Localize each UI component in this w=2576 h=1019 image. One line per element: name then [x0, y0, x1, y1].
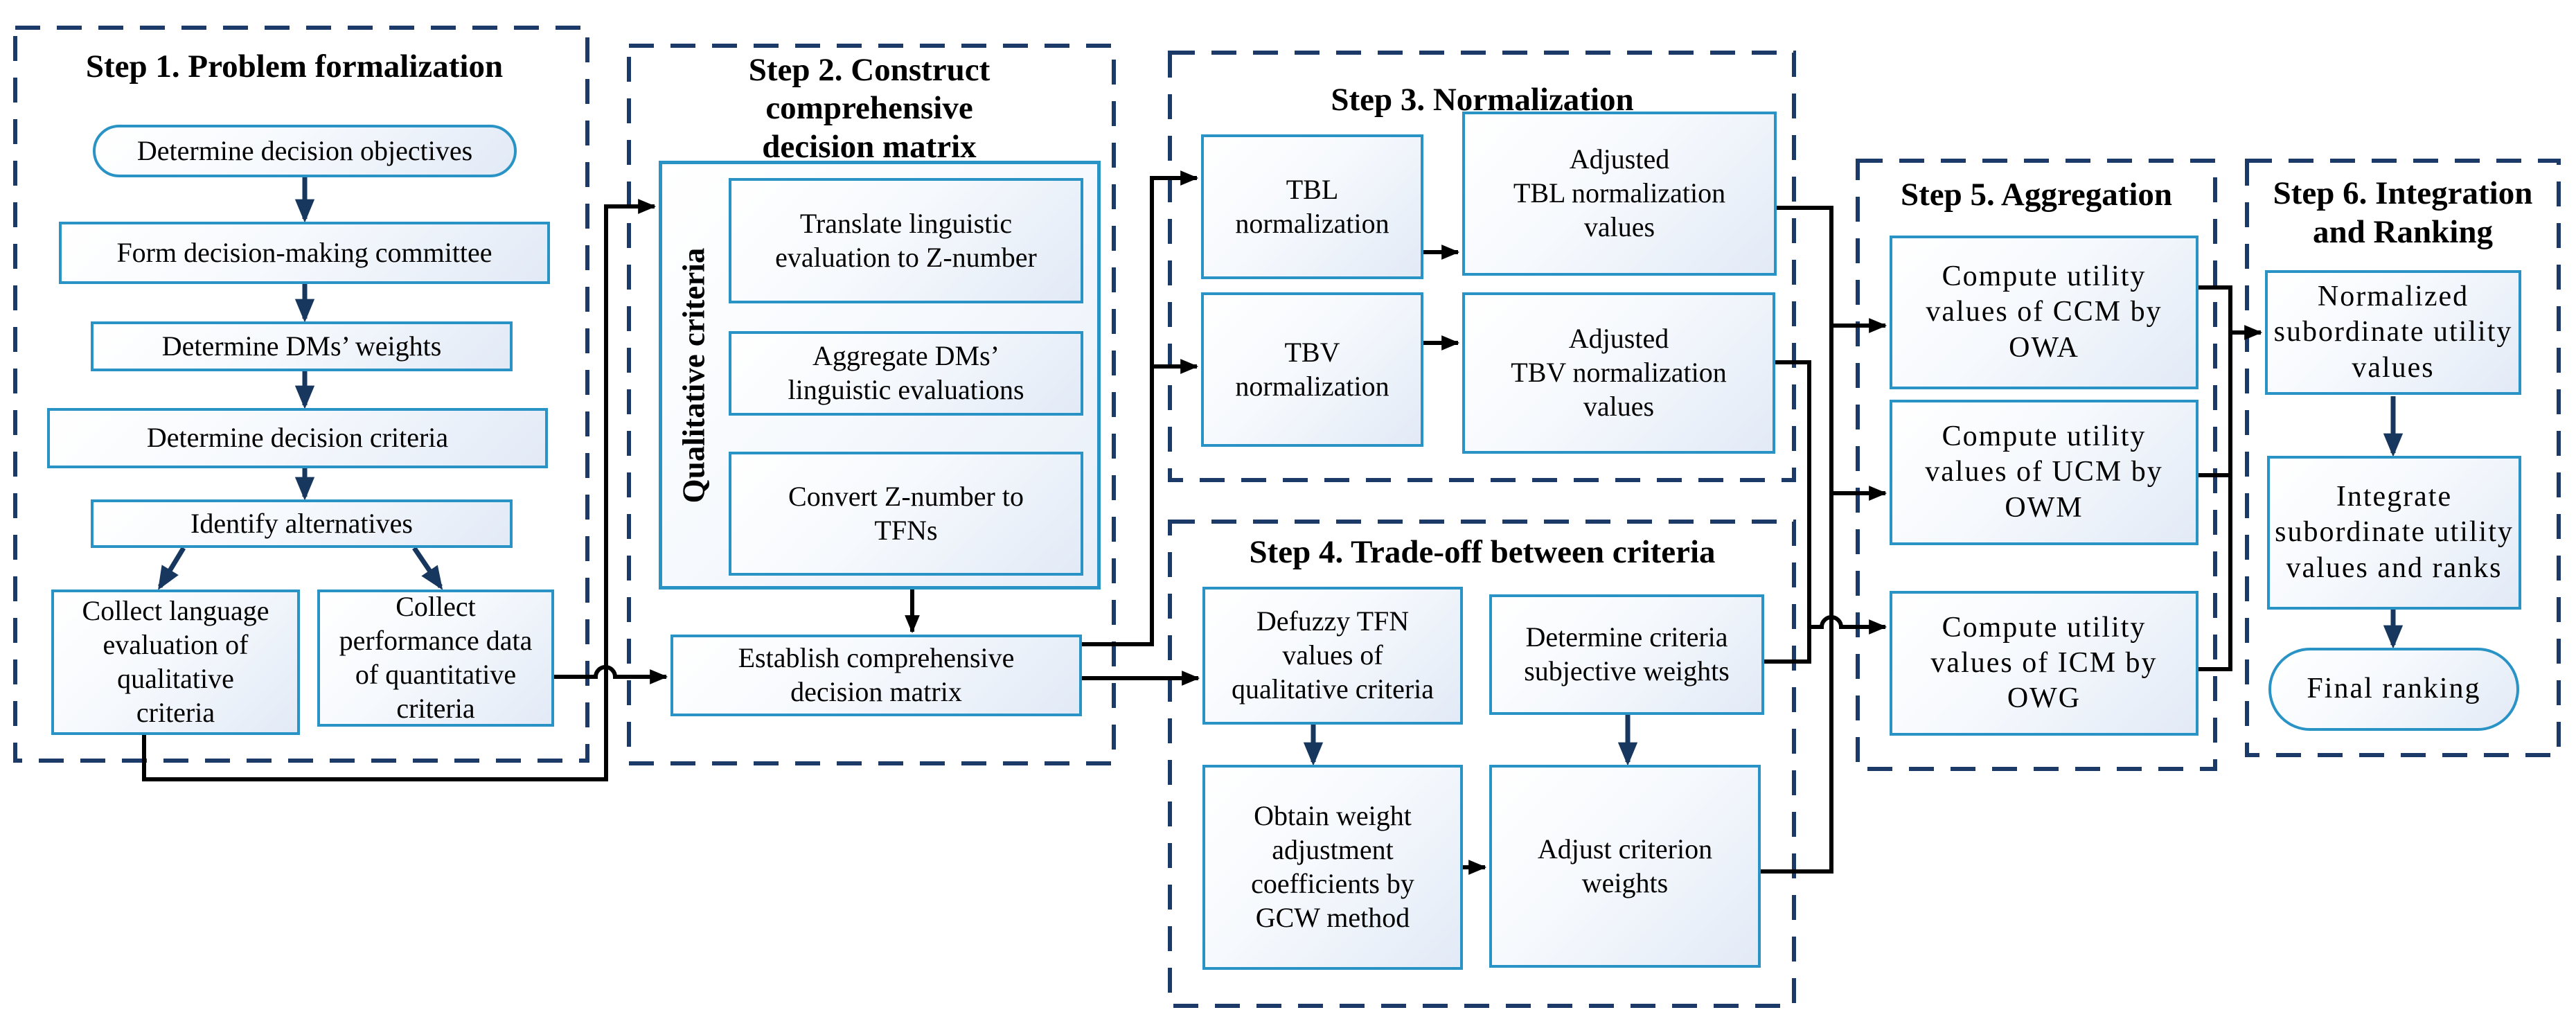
box-aggregate-dms-evaluations: Aggregate DMs’ linguistic evaluations — [729, 331, 1083, 416]
box-defuzzy-tfn: Defuzzy TFN values of qualitative criter… — [1202, 587, 1463, 725]
step1-title: Step 1. Problem formalization — [85, 48, 504, 85]
box-identify-alternatives: Identify alternatives — [91, 499, 513, 548]
box-convert-z-number: Convert Z-number to TFNs — [729, 452, 1083, 576]
box-final-ranking: Final ranking — [2268, 648, 2519, 731]
qualitative-criteria-side-label-text: Qualitative criteria — [676, 247, 711, 503]
box-determine-subjective-weights: Determine criteria subjective weights — [1489, 594, 1764, 715]
step2-title: Step 2. Construct comprehensive decision… — [748, 51, 991, 165]
box-translate-linguistic: Translate linguistic evaluation to Z-num… — [729, 178, 1083, 303]
arrow-alternatives-to-collect-performance — [412, 547, 443, 590]
box-tbv-normalization: TBV normalization — [1201, 292, 1423, 447]
box-normalized-subordinate-values: Normalized subordinate utility values — [2265, 270, 2521, 395]
box-determine-dms-weights: Determine DMs’ weights — [91, 321, 513, 371]
box-form-decision-making-committee: Form decision-making committee — [59, 222, 550, 284]
box-collect-performance-data: Collect performance data of quantitative… — [317, 590, 554, 727]
qualitative-criteria-side-label: Qualitative criteria — [662, 166, 725, 584]
box-utility-icm-owg: Compute utility values of ICM by OWG — [1890, 591, 2199, 736]
step4-title: Step 4. Trade-off between criteria — [1249, 534, 1716, 571]
route-step5-outputs-collector — [2199, 285, 2232, 671]
box-establish-decision-matrix: Establish comprehensive decision matrix — [670, 635, 1082, 716]
box-collect-language-evaluation: Collect language evaluation of qualitati… — [51, 590, 300, 735]
route-collect-performance-to-establish — [554, 665, 668, 684]
box-integrate-values-ranks: Integrate subordinate utility values and… — [2267, 456, 2521, 610]
branch-to-icm — [1809, 615, 1887, 635]
box-obtain-weight-coefficients: Obtain weight adjustment coefficients by… — [1202, 765, 1463, 970]
step5-title: Step 5. Aggregation — [1900, 177, 2173, 213]
box-determine-decision-objectives: Determine decision objectives — [93, 125, 517, 177]
box-utility-ccm-owa: Compute utility values of CCM by OWA — [1890, 236, 2199, 389]
step6-title: Step 6. Integration and Ranking — [2273, 175, 2533, 250]
box-adjust-criterion-weights: Adjust criterion weights — [1489, 765, 1761, 968]
box-adjusted-tbl-values: Adjusted TBL normalization values — [1462, 112, 1777, 276]
box-utility-ucm-owm: Compute utility values of UCM by OWM — [1890, 400, 2199, 545]
box-determine-decision-criteria: Determine decision criteria — [47, 408, 548, 468]
box-adjusted-tbv-values: Adjusted TBV normalization values — [1462, 292, 1775, 454]
box-tbl-normalization: TBL normalization — [1201, 134, 1423, 279]
arrow-alternatives-to-collect-language — [158, 547, 186, 590]
